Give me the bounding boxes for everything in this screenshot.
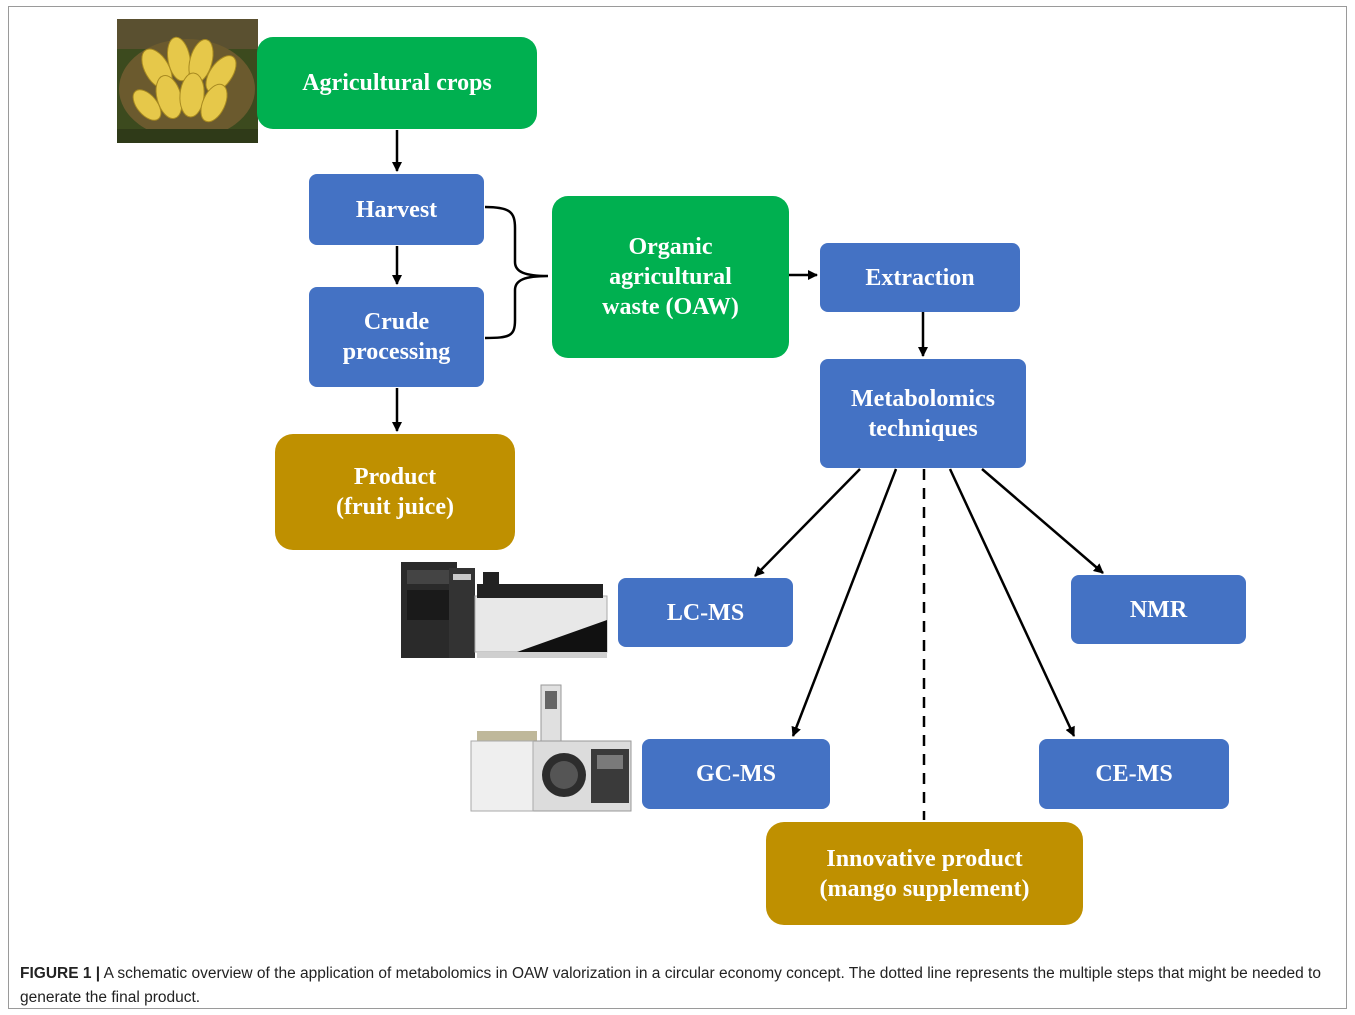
caption-text: A schematic overview of the application … bbox=[20, 965, 1321, 1006]
arrow-metabolomics-to-cems bbox=[948, 468, 1076, 737]
node-lc-ms: LC-MS bbox=[618, 578, 793, 647]
figure-frame bbox=[8, 6, 1347, 1009]
node-organic-agricultural-waste: Organic agricultural waste (OAW) bbox=[552, 196, 789, 358]
gc-ms-instrument-photo bbox=[470, 684, 632, 812]
node-ce-ms: CE-MS bbox=[1039, 739, 1229, 809]
node-agricultural-crops: Agricultural crops bbox=[257, 37, 537, 129]
lc-ms-instrument-photo bbox=[401, 562, 608, 658]
arrow-metabolomics-to-gcms bbox=[791, 468, 898, 737]
caption-label: FIGURE 1 | bbox=[20, 965, 101, 982]
node-product-fruit-juice: Product (fruit juice) bbox=[275, 434, 515, 550]
arrow-metabolomics-to-nmr bbox=[981, 468, 1104, 574]
node-metabolomics-techniques: Metabolomics techniques bbox=[820, 359, 1026, 468]
arrow-metabolomics-to-lcms bbox=[754, 468, 861, 577]
node-crude-processing: Crude processing bbox=[309, 287, 484, 387]
curly-brace-connector bbox=[484, 205, 549, 340]
node-innovative-product: Innovative product (mango supplement) bbox=[766, 822, 1083, 925]
figure-caption: FIGURE 1 | A schematic overview of the a… bbox=[20, 962, 1330, 1010]
node-extraction: Extraction bbox=[820, 243, 1020, 312]
mango-fruits-photo bbox=[117, 19, 258, 143]
node-gc-ms: GC-MS bbox=[642, 739, 830, 809]
node-harvest: Harvest bbox=[309, 174, 484, 245]
node-nmr: NMR bbox=[1071, 575, 1246, 644]
